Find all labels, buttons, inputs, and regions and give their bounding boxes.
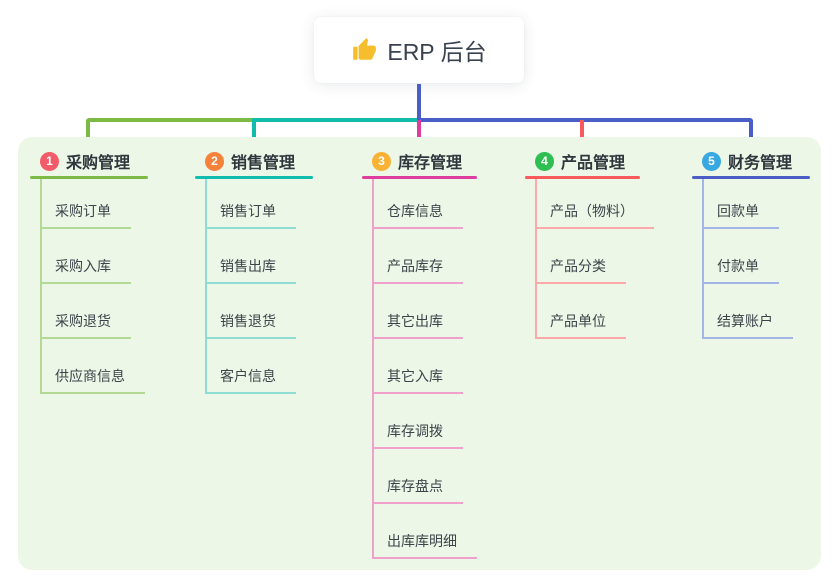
branch-drop-sales [252,120,256,146]
mindmap-item[interactable]: 产品（物料） [535,179,654,229]
item-label: 销售退货 [205,311,296,339]
branch-number-badge: 4 [535,151,554,171]
branch-drop-inventory [417,120,421,146]
mindmap-item[interactable]: 产品库存 [372,229,477,284]
item-label: 采购退货 [40,311,131,339]
mindmap-item[interactable]: 结算账户 [702,284,810,339]
mindmap-item[interactable]: 采购订单 [40,179,148,229]
item-label: 产品单位 [535,311,626,339]
mindmap-item[interactable]: 销售出库 [205,229,313,284]
branch-inventory: 3 库存管理 仓库信息 产品库存 其它出库 其它入库 库存调拨 库存盘点 出库库… [362,146,477,559]
bus-segment-green [86,118,252,122]
item-label: 供应商信息 [40,366,145,394]
item-label: 付款单 [702,256,779,284]
item-label: 采购入库 [40,256,131,284]
root-connector-line [417,84,421,120]
mindmap-item[interactable]: 销售退货 [205,284,313,339]
item-label: 产品库存 [372,256,463,284]
branch-title: 销售管理 [231,155,296,172]
item-label: 采购订单 [40,201,131,229]
branch-underline [30,176,148,179]
branch-sales: 2 销售管理 销售订单 销售出库 销售退货 客户信息 [195,146,313,394]
item-label: 客户信息 [205,366,296,394]
item-label: 库存调拨 [372,421,463,449]
branch-items: 采购订单 采购入库 采购退货 供应商信息 [40,179,148,394]
branch-number-badge: 3 [372,151,391,171]
mindmap-item[interactable]: 库存盘点 [372,449,477,504]
mindmap-item[interactable]: 产品单位 [535,284,640,339]
item-label: 回款单 [702,201,779,229]
root-node-title: ERP 后台 [387,39,487,65]
branch-title: 采购管理 [66,155,131,172]
mindmap-item[interactable]: 供应商信息 [40,339,148,394]
item-label: 出库库明细 [372,531,477,559]
branch-underline [525,176,640,179]
bus-segment-teal [252,118,421,122]
branch-title: 财务管理 [728,155,793,172]
mindmap-item[interactable]: 客户信息 [205,339,313,394]
branch-finance: 5 财务管理 回款单 付款单 结算账户 [692,146,810,339]
mindmap-item[interactable]: 出库库明细 [372,504,477,559]
branch-title: 产品管理 [561,155,626,172]
branch-drop-finance [749,120,753,146]
branch-number-badge: 5 [702,151,721,171]
mindmap-item[interactable]: 库存调拨 [372,394,477,449]
branch-header-inventory[interactable]: 3 库存管理 [362,146,477,176]
mindmap-item[interactable]: 付款单 [702,229,810,284]
mindmap-item[interactable]: 销售订单 [205,179,313,229]
mindmap-item[interactable]: 采购退货 [40,284,148,339]
branch-items: 回款单 付款单 结算账户 [702,179,810,339]
branch-underline [692,176,810,179]
mindmap-item[interactable]: 产品分类 [535,229,640,284]
branch-number-badge: 1 [40,151,59,171]
branch-underline [362,176,477,179]
branch-header-purchase[interactable]: 1 采购管理 [30,146,148,176]
thumbs-up-icon [351,37,377,63]
item-label: 结算账户 [702,311,793,339]
item-label: 产品分类 [535,256,626,284]
mindmap-item[interactable]: 仓库信息 [372,179,477,229]
branches-panel [18,137,821,570]
branch-number-badge: 2 [205,151,224,171]
branch-drop-purchase [86,120,90,146]
branch-purchase: 1 采购管理 采购订单 采购入库 采购退货 供应商信息 [30,146,148,394]
branch-drop-product [580,120,584,146]
item-label: 销售出库 [205,256,296,284]
bus-segment-blue [417,118,753,122]
branch-items: 销售订单 销售出库 销售退货 客户信息 [205,179,313,394]
branch-items: 产品（物料） 产品分类 产品单位 [535,179,654,339]
item-label: 仓库信息 [372,201,463,229]
item-label: 库存盘点 [372,476,463,504]
mindmap-item[interactable]: 采购入库 [40,229,148,284]
item-label: 其它出库 [372,311,463,339]
item-label: 其它入库 [372,366,463,394]
branch-header-finance[interactable]: 5 财务管理 [692,146,810,176]
branch-header-sales[interactable]: 2 销售管理 [195,146,313,176]
branch-title: 库存管理 [398,155,463,172]
branch-header-product[interactable]: 4 产品管理 [525,146,640,176]
item-label: 产品（物料） [535,201,654,229]
mindmap-item[interactable]: 其它出库 [372,284,477,339]
mindmap-item[interactable]: 回款单 [702,179,810,229]
branch-items: 仓库信息 产品库存 其它出库 其它入库 库存调拨 库存盘点 出库库明细 [372,179,477,559]
branch-underline [195,176,313,179]
item-label: 销售订单 [205,201,296,229]
mindmap-item[interactable]: 其它入库 [372,339,477,394]
root-node-erp[interactable]: ERP 后台 [314,17,524,83]
branch-product: 4 产品管理 产品（物料） 产品分类 产品单位 [525,146,654,339]
